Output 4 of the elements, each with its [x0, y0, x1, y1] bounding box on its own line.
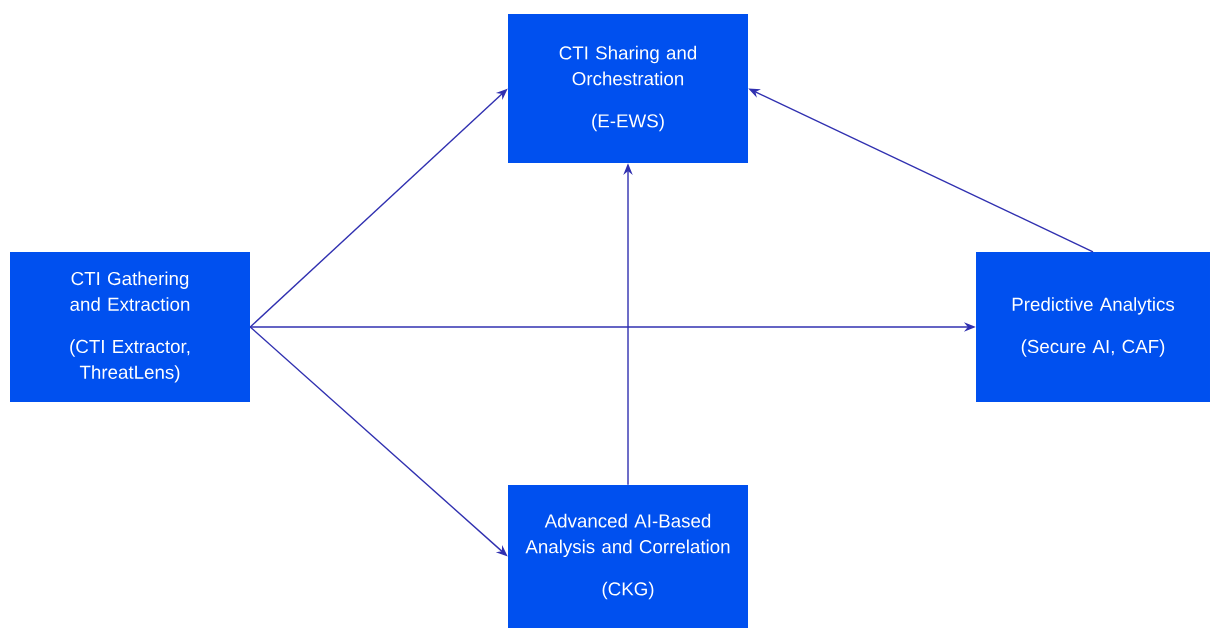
- process-box: Advanced AI-Based Analysis and Correlation (CKG): [508, 485, 748, 628]
- process-box: Predictive Analytics (Secure AI, CAF): [976, 252, 1210, 402]
- process-box: CTI Sharing and Orchestration (E-EWS): [508, 14, 748, 163]
- process-box: CTI Gathering and Extraction (CTI Extractor, ThreatLens): [10, 252, 250, 402]
